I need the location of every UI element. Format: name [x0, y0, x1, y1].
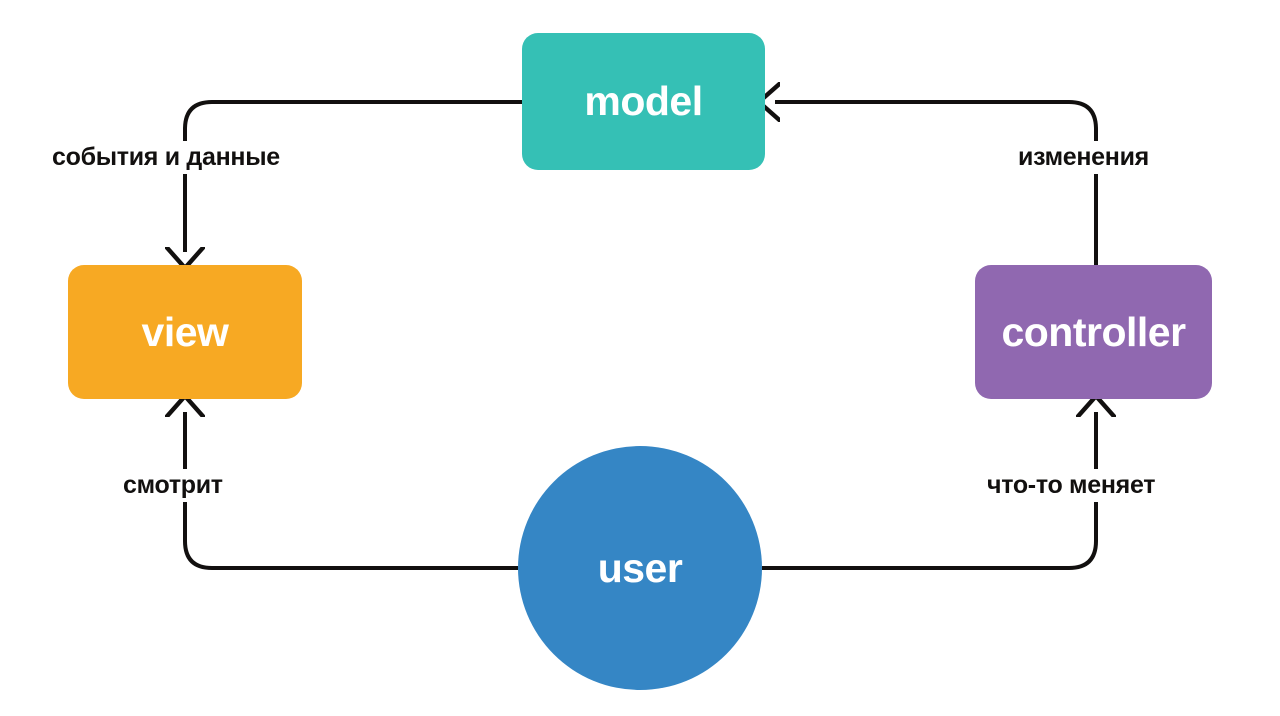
node-model[interactable]: model — [522, 33, 765, 170]
edge-controller-to-model — [775, 102, 1098, 266]
node-model-label: model — [584, 78, 703, 124]
node-user[interactable]: user — [518, 446, 762, 690]
node-user-label: user — [597, 544, 683, 591]
edge-model-to-view — [185, 100, 522, 252]
node-view[interactable]: view — [68, 265, 302, 399]
edge-user-to-view — [185, 412, 518, 570]
edge-label-modifies: что-то меняет — [981, 469, 1162, 502]
node-controller-label: controller — [1001, 308, 1186, 355]
edge-user-to-controller — [762, 412, 1096, 570]
node-controller[interactable]: controller — [975, 265, 1212, 399]
edge-label-events-and-data: события и данные — [46, 141, 286, 174]
edge-label-changes: изменения — [1012, 141, 1155, 174]
edge-label-watches: смотрит — [117, 469, 229, 502]
node-view-label: view — [141, 308, 229, 355]
